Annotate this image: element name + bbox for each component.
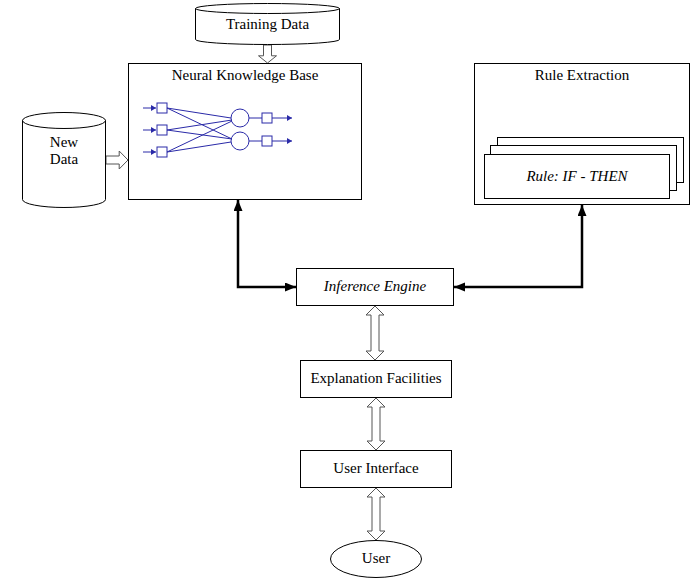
node-label: Rule Extraction <box>535 67 630 84</box>
block-arrow <box>106 151 128 169</box>
rule-extraction-box: Rule ExtractionRule: IF - THEN <box>474 63 690 205</box>
node-label: New Data <box>40 134 88 169</box>
cylinder-rim <box>196 9 340 14</box>
ellipse-outline <box>331 541 422 578</box>
block-arrow <box>366 306 384 360</box>
node-label: Training Data <box>226 16 309 33</box>
data-cylinder: New Data <box>22 112 106 208</box>
data-link <box>454 205 582 287</box>
cylinder-body <box>196 4 340 45</box>
cylinder-rim <box>23 121 106 129</box>
process-box: Inference Engine <box>296 268 454 306</box>
block-arrow <box>367 398 385 450</box>
node-label: Explanation Facilities <box>310 370 441 387</box>
block-arrow <box>367 488 385 540</box>
user-ellipse: User <box>330 540 422 578</box>
node-label: User <box>362 550 390 567</box>
block-arrow <box>259 45 277 63</box>
process-box: Explanation Facilities <box>300 360 452 398</box>
data-link <box>238 200 296 287</box>
process-box: User Interface <box>300 450 452 488</box>
node-label: Inference Engine <box>324 278 426 295</box>
neural-network-icon <box>143 103 292 157</box>
knowledge-base-box: Neural Knowledge Base <box>128 63 362 200</box>
node-label: Neural Knowledge Base <box>172 67 319 84</box>
cylinder-body <box>23 113 106 208</box>
rule-card: Rule: IF - THEN <box>484 154 670 199</box>
node-label: User Interface <box>333 460 418 477</box>
data-cylinder: Training Data <box>195 3 340 45</box>
node-label: Rule: IF - THEN <box>526 168 627 185</box>
